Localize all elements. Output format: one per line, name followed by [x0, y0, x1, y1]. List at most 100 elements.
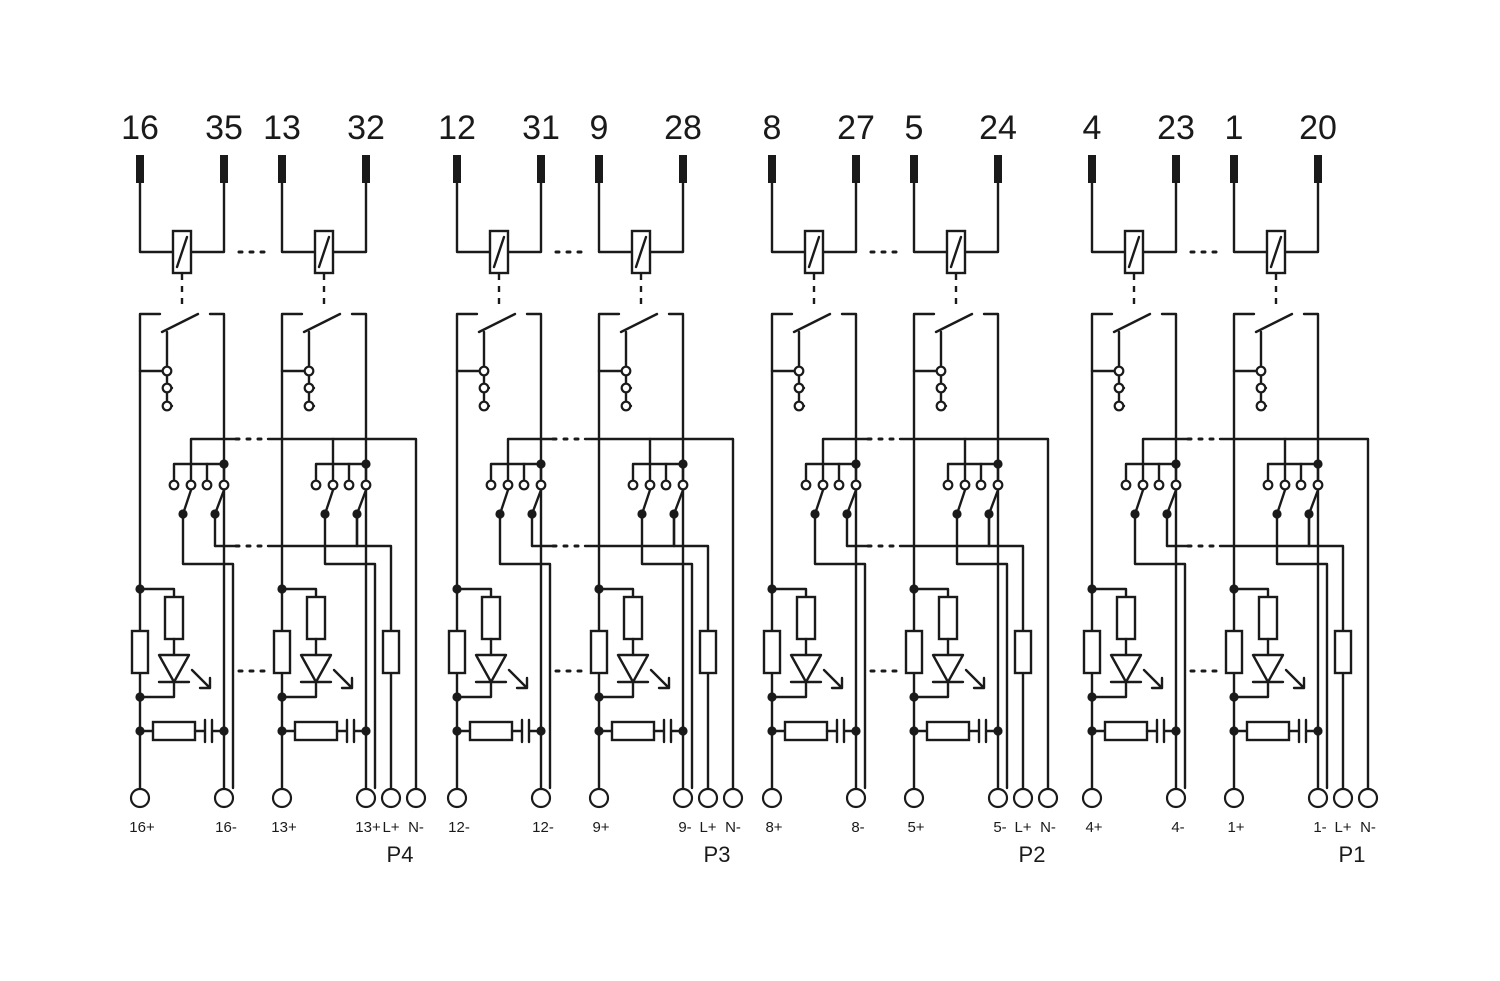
bridge-socket-2 [1279, 479, 1291, 491]
bridge-socket-1 [310, 479, 322, 491]
bridge-top-wire [489, 462, 543, 487]
contact-point-1 [620, 365, 632, 377]
led-diode [474, 653, 508, 684]
supply-label-l-plus: L+ [699, 819, 716, 836]
rc-capacitor [335, 718, 368, 744]
relay-coil-slash [492, 235, 506, 269]
contact-point-3 [1255, 400, 1267, 412]
led-wiring-bottom [138, 637, 176, 699]
rc-capacitor [825, 718, 858, 744]
terminal-pin-right [994, 155, 1002, 183]
contact-blade [792, 312, 832, 334]
led-wiring-bottom [597, 637, 635, 699]
bridge-socket-3 [1295, 479, 1307, 491]
rc-resistor [783, 720, 829, 742]
led-light-arrow [1284, 668, 1306, 690]
led-diode [299, 653, 333, 684]
bridge-top-wire [946, 462, 1000, 487]
protection-resistor [1224, 629, 1244, 675]
contact-blade [302, 312, 342, 334]
contact-point-3 [478, 400, 490, 412]
led-wiring-top [912, 587, 950, 599]
bottom-label-right: 9- [678, 819, 691, 836]
led-series-resistor [1257, 595, 1279, 641]
bridge-socket-2 [185, 479, 197, 491]
supply-fuse [381, 629, 401, 675]
protection-resistor [762, 629, 782, 675]
contact-nc-wiring [455, 312, 479, 373]
supply-fuse [698, 629, 718, 675]
protection-resistor [272, 629, 292, 675]
bottom-label-left: 13+ [271, 819, 297, 836]
led-wiring-top [138, 587, 176, 599]
led-light-arrow [507, 668, 529, 690]
led-wiring-top [1232, 587, 1270, 599]
supply-terminal-l-plus [697, 787, 719, 809]
contact-point-1 [303, 365, 315, 377]
led-wiring-top [280, 587, 318, 599]
bottom-terminal-right [1165, 787, 1187, 809]
bus-top-line [821, 437, 1050, 790]
bottom-label-left: 16+ [129, 819, 155, 836]
relay-coil-slash [1127, 235, 1141, 269]
bridge-socket-3 [975, 479, 987, 491]
bridge-lead-1 [1275, 512, 1329, 790]
led-light-arrow [190, 668, 212, 690]
relay-coil-slash [949, 235, 963, 269]
bottom-label-right: 5- [993, 819, 1006, 836]
contact-blade [619, 312, 659, 334]
bus-top-line [506, 437, 735, 790]
coil-wiring [912, 181, 1000, 254]
led-series-resistor [937, 595, 959, 641]
supply-label-n-minus: N- [1360, 819, 1376, 836]
bottom-terminal-left [588, 787, 610, 809]
terminal-pin-left [1230, 155, 1238, 183]
bottom-label-right: 8- [851, 819, 864, 836]
contact-point-1 [1113, 365, 1125, 377]
terminal-label-left: 9 [590, 109, 609, 147]
bridge-lead-1 [1133, 512, 1187, 790]
coil-wiring [1090, 181, 1178, 254]
bridge-socket-3 [343, 479, 355, 491]
contact-point-2 [303, 382, 315, 394]
led-diode [789, 653, 823, 684]
bottom-terminal-right [672, 787, 694, 809]
rc-resistor [151, 720, 197, 742]
led-diode [1251, 653, 1285, 684]
led-junction-bottom [767, 692, 777, 702]
bridge-socket-3 [660, 479, 672, 491]
bottom-label-left: 1+ [1227, 819, 1244, 836]
terminal-label-right: 35 [205, 109, 243, 147]
contact-point-2 [1255, 382, 1267, 394]
led-junction-bottom [452, 692, 462, 702]
terminal-pin-left [768, 155, 776, 183]
bottom-terminal-left [129, 787, 151, 809]
bridge-lead-1 [813, 512, 867, 790]
bottom-terminal-left [761, 787, 783, 809]
bridge-lead-1 [955, 512, 1009, 790]
terminal-pin-left [278, 155, 286, 183]
terminal-pin-right [362, 155, 370, 183]
terminal-pin-right [1314, 155, 1322, 183]
bridge-top-wire [1266, 462, 1320, 487]
terminal-label-left: 12 [438, 109, 476, 147]
led-series-resistor [795, 595, 817, 641]
protection-resistor [904, 629, 924, 675]
bridge-socket-1 [627, 479, 639, 491]
rc-resistor [1245, 720, 1291, 742]
supply-label-n-minus: N- [1040, 819, 1056, 836]
contact-blade [934, 312, 974, 334]
led-series-resistor [1115, 595, 1137, 641]
terminal-label-right: 27 [837, 109, 875, 147]
supply-terminal-l-plus [1012, 787, 1034, 809]
contact-blade [1112, 312, 1152, 334]
bottom-terminal-right [355, 787, 377, 809]
bottom-label-right: 1- [1313, 819, 1326, 836]
group-label: P1 [1339, 842, 1366, 867]
